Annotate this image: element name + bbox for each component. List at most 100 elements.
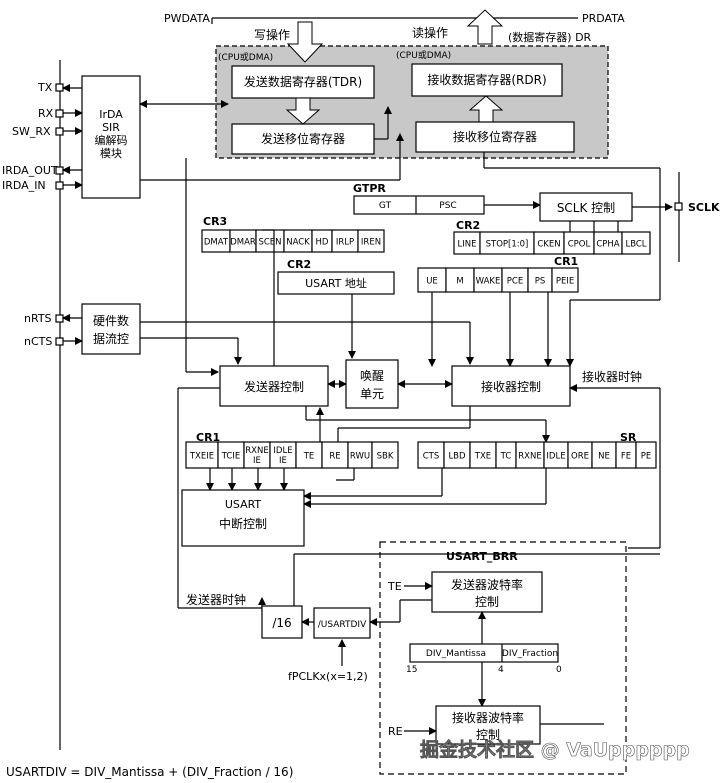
cr2-bit-line: LINE <box>453 231 481 255</box>
gtpr-register <box>353 195 485 215</box>
wakeup-line1: 唤醒 <box>360 369 384 383</box>
shift-to-rdr-arrow <box>468 95 504 123</box>
cr2-bit-cpha: CPHA <box>593 231 623 255</box>
bit-label: M <box>456 277 463 287</box>
bit-label: DMAT <box>204 238 229 248</box>
interrupt-control-block <box>181 489 305 547</box>
svg-text:IRDA_IN: IRDA_IN <box>2 179 46 192</box>
sr-bit-pe: PE <box>635 441 657 469</box>
usartdiv-label: /USARTDIV <box>318 620 367 630</box>
cr2-bit-cpol: CPOL <box>563 231 595 255</box>
brr-register <box>409 643 559 663</box>
svg-text:nRTS: nRTS <box>24 312 52 325</box>
tx-baud-line1: 发送器波特率 <box>451 577 523 592</box>
rx-baud-control-block <box>435 705 541 745</box>
bit-label: ORE <box>571 452 589 462</box>
div-fraction-label: DIV_Fraction <box>502 649 558 659</box>
rdr-label: 接收数据寄存器(RDR) <box>427 72 546 87</box>
data-register-label: (数据寄存器) DR <box>508 30 592 44</box>
bit-label: CTS <box>423 452 440 462</box>
watermark: 掘金技术社区 @ VaUpppppp <box>420 738 690 761</box>
cr1b-bit-te: TE <box>295 441 323 469</box>
cr1b-bit-sbk: SBK <box>371 441 399 469</box>
bit-label: IDLE <box>546 452 565 462</box>
cr3-bit-nack: NACK <box>283 229 313 253</box>
pin-irda-out[interactable]: IRDA_OUT <box>2 164 64 177</box>
pin-sw-rx[interactable]: SW_RX <box>12 125 64 138</box>
pin-ncts[interactable]: nCTS <box>24 335 64 348</box>
rx-baud-line1: 接收器波特率 <box>452 710 524 725</box>
cr1-bottom-title: CR1 <box>196 431 220 444</box>
write-op-label: 写操作 <box>254 27 290 42</box>
bit-label: STOP[1:0] <box>486 240 529 250</box>
irda-line4: 模块 <box>100 147 122 160</box>
div-mantissa-label: DIV_Mantissa <box>426 649 486 659</box>
fpclk-label: fPCLKx(x=1,2) <box>288 670 368 683</box>
sr-bit-lbd: LBD <box>443 441 471 469</box>
brr-bit0: 0 <box>556 665 562 675</box>
bit-label: TXEIE <box>189 452 214 462</box>
cr1b-bit-tcie: TCIE <box>217 441 245 469</box>
pin-tx[interactable]: TX <box>37 81 64 94</box>
sr-bit-txe: TXE <box>469 441 497 469</box>
tx-baud-control-block <box>431 571 543 613</box>
sclk-control-label: SCLK 控制 <box>557 201 615 215</box>
bit-label-part: RXNE <box>245 446 268 456</box>
cr3-bit-hd: HD <box>311 229 333 253</box>
cr1b-bit-re: RE <box>321 441 349 469</box>
bit-label: PCE <box>507 277 523 287</box>
usart-brr-area <box>379 541 627 775</box>
usart-brr-title: USART_BRR <box>446 550 518 563</box>
pin-rx[interactable]: RX <box>38 107 64 120</box>
bit-label: RXNE <box>518 452 541 462</box>
flow-control-block <box>81 303 141 355</box>
sr-bit-ore: ORE <box>567 441 593 469</box>
cr1t-bit-wake: WAKE <box>473 267 503 293</box>
interrupt-line2: 中断控制 <box>219 516 267 531</box>
interrupt-line1: USART <box>225 498 262 511</box>
tx-baud-line2: 控制 <box>475 595 499 609</box>
cr1t-bit-pce: PCE <box>501 267 529 293</box>
receiver-control-block <box>451 365 571 407</box>
sr-bit-cts: CTS <box>417 441 445 469</box>
irda-block <box>81 75 141 199</box>
irda-line1: IrDA <box>99 108 123 121</box>
bit-label: TC <box>500 452 512 462</box>
bit-label: NACK <box>286 238 310 248</box>
bit-label: TCIE <box>221 452 241 462</box>
rx-baud-line2: 控制 <box>476 728 500 742</box>
bit-label: CKEN <box>537 240 560 250</box>
cr1t-bit-m: M <box>445 267 475 293</box>
cr1b-bit-rwu: RWU <box>347 441 373 469</box>
pin-sclk[interactable]: SCLK <box>674 201 720 214</box>
usart-address-label: USART 地址 <box>305 276 367 290</box>
read-arrow <box>466 9 504 45</box>
brr-re-label: RE <box>388 725 403 738</box>
gtpr-gt: GT <box>379 201 392 211</box>
brr-bit4: 4 <box>498 665 504 675</box>
sr-bit-tc: TC <box>495 441 517 469</box>
svg-text:SW_RX: SW_RX <box>12 125 51 138</box>
sr-bit-ne: NE <box>591 441 617 469</box>
receiver-clock-label: 接收器时钟 <box>582 369 642 384</box>
cr1t-bit-ue: UE <box>417 267 447 293</box>
pin-irda-in[interactable]: IRDA_IN <box>2 179 64 192</box>
cpu-dma-read-label: (CPU或DMA) <box>396 49 451 61</box>
brr-te-label: TE <box>387 580 402 593</box>
pin-nrts[interactable]: nRTS <box>24 312 64 325</box>
cpu-dma-write-label: (CPU或DMA) <box>218 51 273 63</box>
bit-label: LBCL <box>625 240 646 250</box>
cr2-bit-cken: CKEN <box>533 231 565 255</box>
sr-bit-idle: IDLE <box>543 441 569 469</box>
bit-label: IREN <box>361 238 381 248</box>
wakeup-line2: 单元 <box>360 387 384 401</box>
cr2-bit-stop-1-0: STOP[1:0] <box>479 231 535 255</box>
bit-label: FE <box>621 452 631 462</box>
cr3-bit-dmar: DMAR <box>229 229 257 253</box>
sr-bit-fe: FE <box>615 441 637 469</box>
sr-title: SR <box>620 431 637 444</box>
